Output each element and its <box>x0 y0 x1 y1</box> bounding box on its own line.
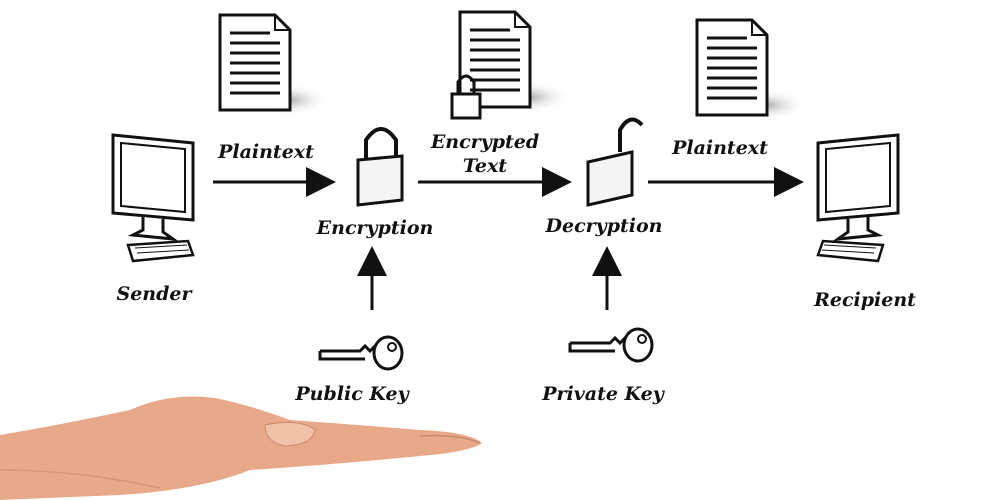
recipient-computer-icon <box>816 133 900 263</box>
sender-label: Sender <box>116 283 193 305</box>
sender-computer-icon <box>111 133 195 263</box>
private-key-label: Private Key <box>541 383 666 405</box>
decrypted-document-icon <box>695 18 809 123</box>
plaintext-document-icon <box>218 13 332 118</box>
open-hand-image <box>0 396 482 500</box>
public-key-label: Public Key <box>294 383 410 405</box>
encrypted-text-label-line2: Text <box>463 155 507 177</box>
small-lock-icon <box>450 74 482 120</box>
decryption-label: Decryption <box>545 215 663 237</box>
encrypted-text-label-line1: Encrypted <box>430 131 539 153</box>
public-key-icon <box>318 335 404 371</box>
locked-padlock-icon <box>356 127 404 207</box>
unlocked-padlock-icon <box>586 117 644 207</box>
recipient-label: Recipient <box>813 289 916 311</box>
private-key-icon <box>568 327 654 363</box>
plaintext-out-label: Plaintext <box>671 137 768 159</box>
plaintext-in-label: Plaintext <box>217 141 314 163</box>
encryption-label: Encryption <box>316 217 434 239</box>
